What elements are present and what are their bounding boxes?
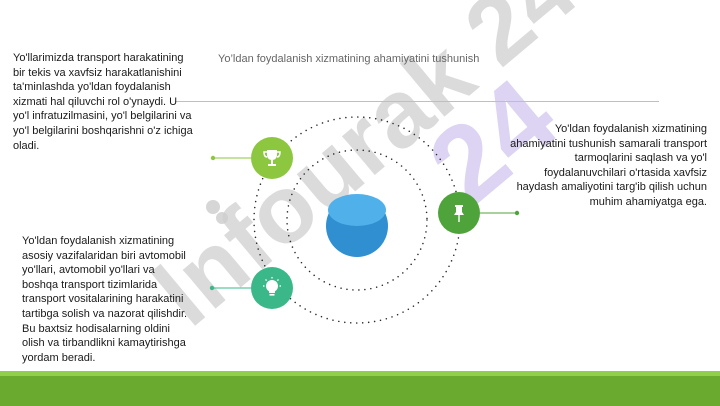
footer-bar bbox=[0, 376, 720, 406]
slide-title: Yo’ldan foydalanish xizmatining ahamiyat… bbox=[218, 53, 480, 65]
divider-line bbox=[175, 101, 659, 102]
text-block-left-bottom: Yo'ldan foydalanish xizmatining asosiy v… bbox=[22, 235, 188, 364]
lightbulb-badge bbox=[251, 267, 293, 309]
lightbulb-icon bbox=[263, 277, 281, 296]
trophy-badge bbox=[251, 137, 293, 179]
text-block-right: Yo'ldan foydalanish xizmatining ahamiyat… bbox=[510, 123, 707, 208]
pin-badge bbox=[438, 192, 480, 234]
footer-accent bbox=[0, 371, 720, 376]
trophy-icon bbox=[263, 150, 281, 166]
pin-icon bbox=[454, 205, 464, 222]
inner-orbit bbox=[286, 149, 428, 291]
text-block-left-top: Yo'llarimizda transport harakatining bir… bbox=[13, 52, 193, 152]
